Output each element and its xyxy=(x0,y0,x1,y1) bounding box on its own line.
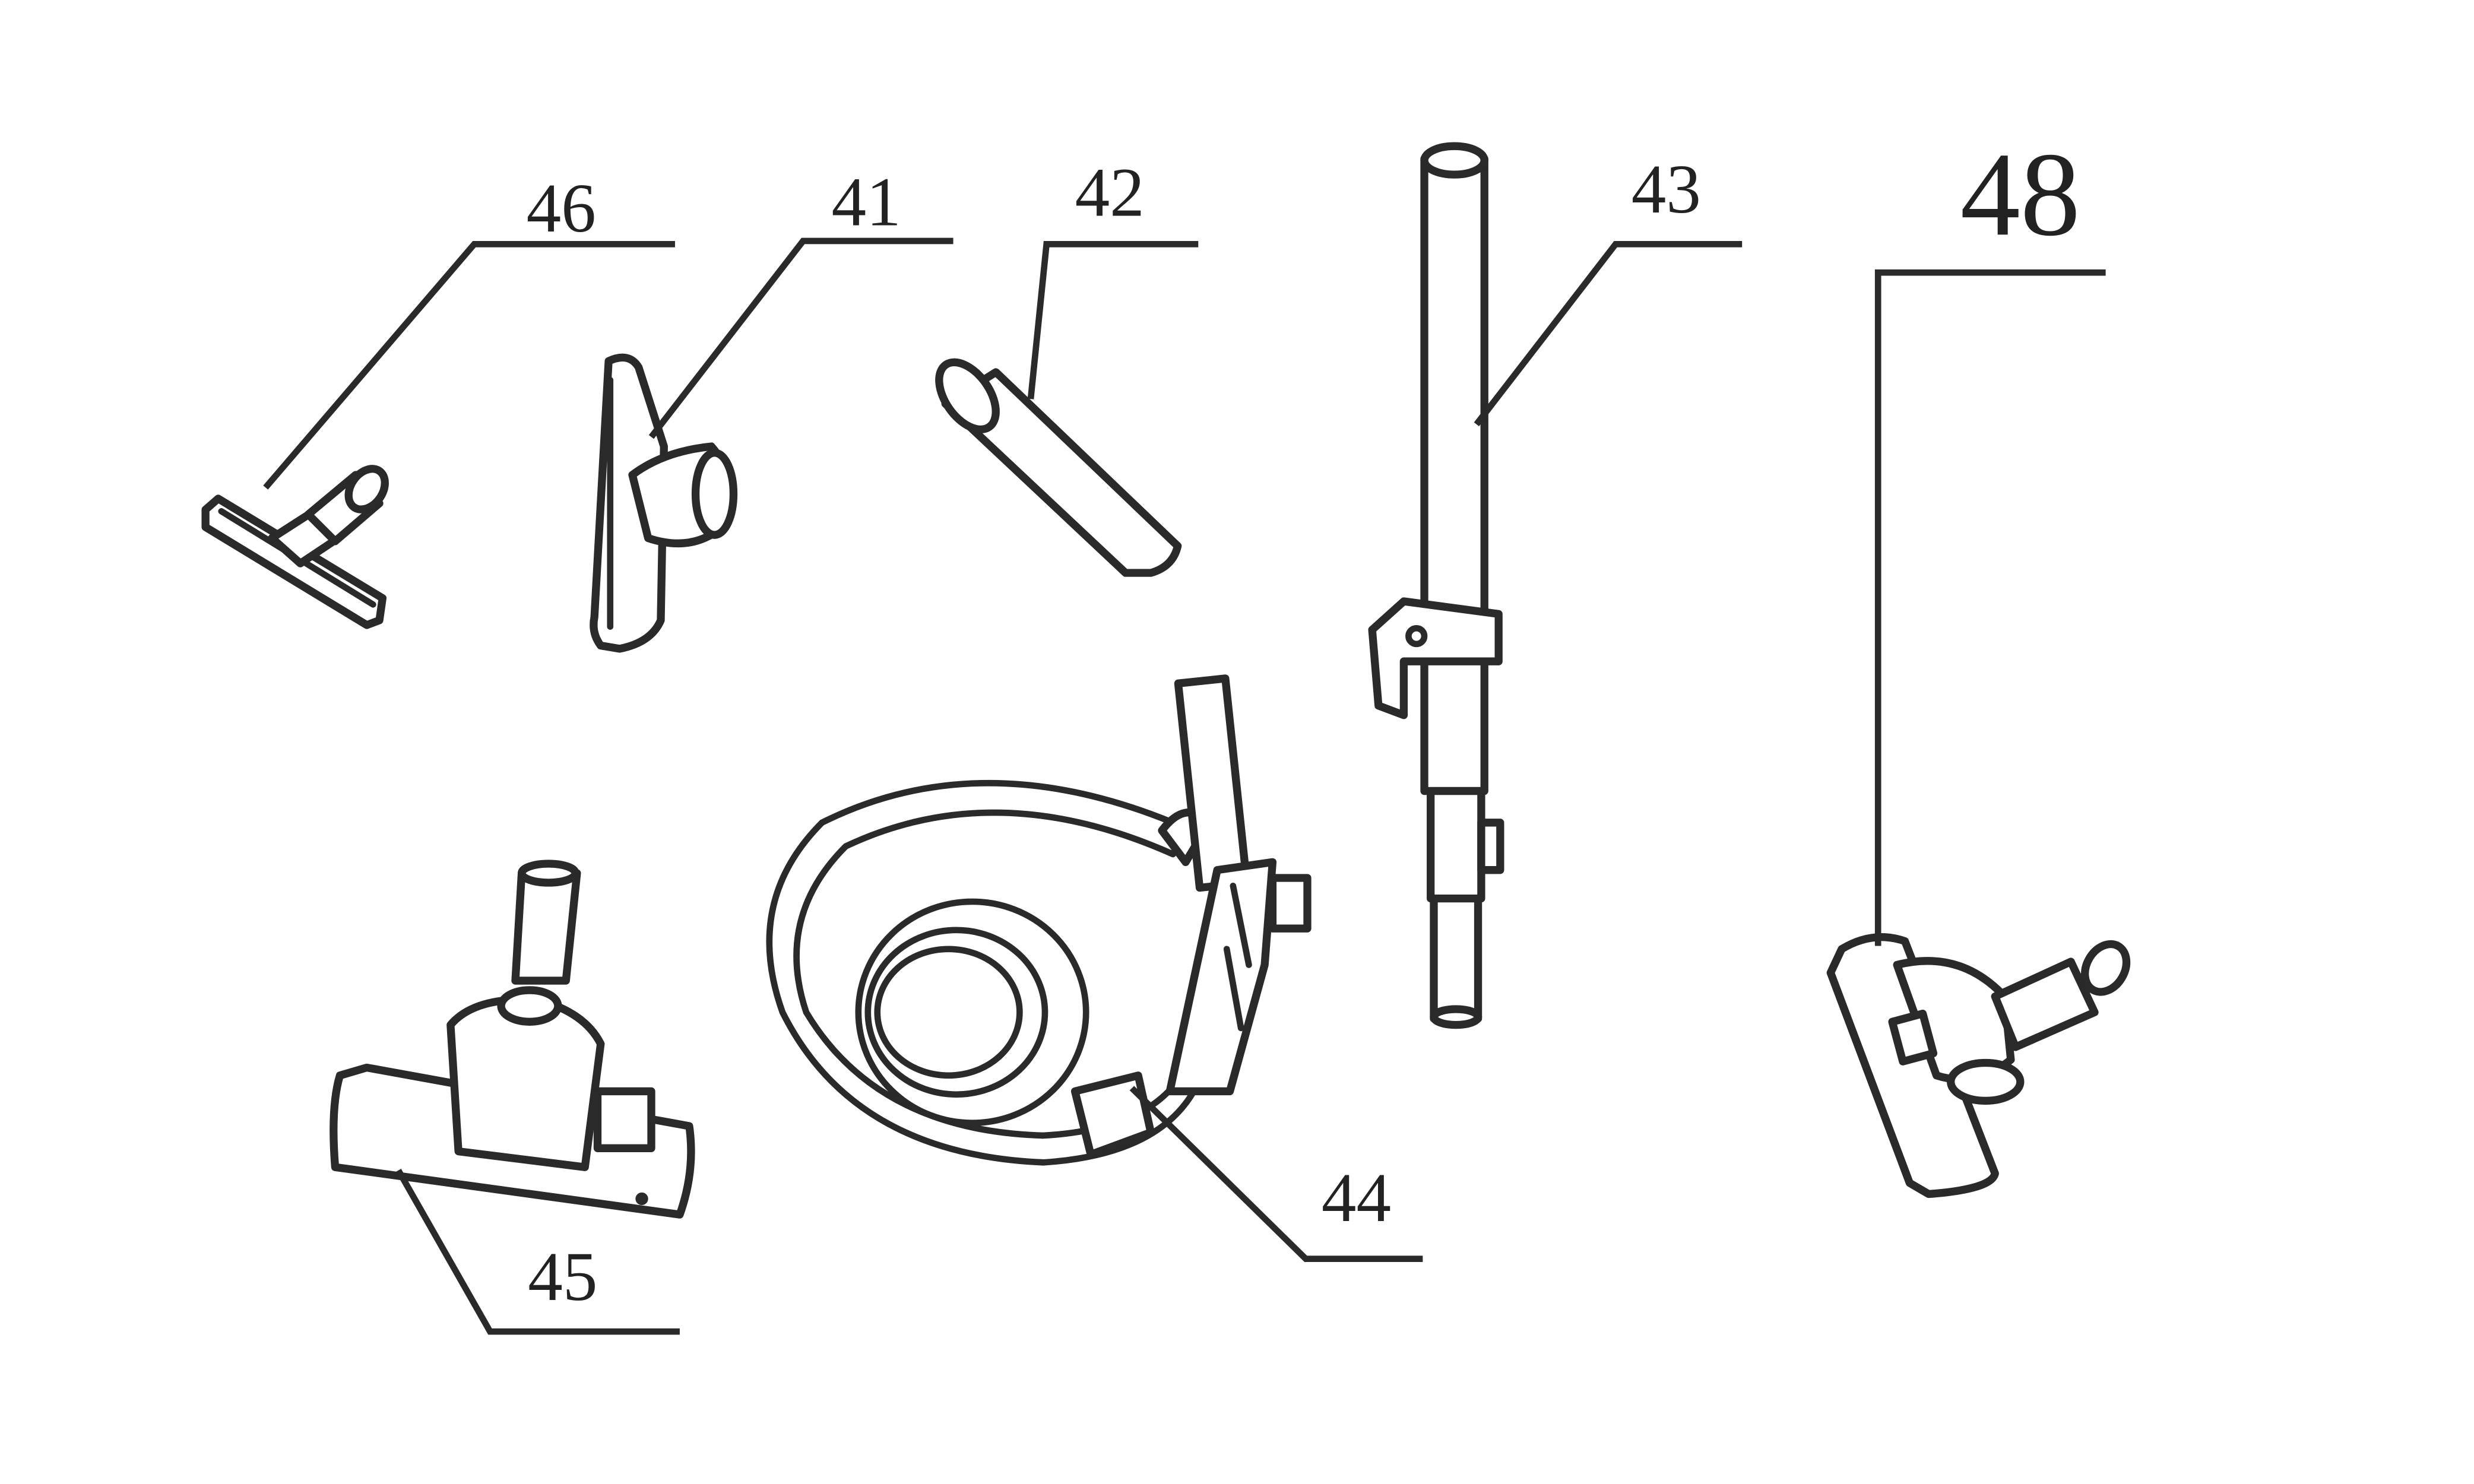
callout-42: 42 xyxy=(1075,154,1145,231)
leader-41 xyxy=(648,237,954,439)
part-45-floor-nozzle xyxy=(330,860,695,1219)
part-43-telescopic-tube xyxy=(1368,142,1504,1029)
leader-44 xyxy=(1129,1086,1423,1263)
callout-45: 45 xyxy=(528,1239,597,1315)
part-41-upholstery-nozzle xyxy=(590,353,738,653)
callout-41: 41 xyxy=(832,164,901,240)
callout-43: 43 xyxy=(1632,151,1701,228)
part-42-crevice-tube xyxy=(935,358,1182,577)
leader-46 xyxy=(263,240,675,490)
callout-44: 44 xyxy=(1322,1160,1391,1236)
leader-42 xyxy=(1027,240,1199,399)
leader-45 xyxy=(395,1168,680,1335)
leader-48 xyxy=(1874,269,2106,946)
part-46-floor-brush xyxy=(201,465,389,629)
callout-48: 48 xyxy=(1960,128,2080,261)
callout-46: 46 xyxy=(527,170,596,247)
part-48-turbo-brush xyxy=(1826,933,2131,1198)
part-44-flexible-hose xyxy=(766,674,1312,1166)
leader-43 xyxy=(1474,240,1743,427)
